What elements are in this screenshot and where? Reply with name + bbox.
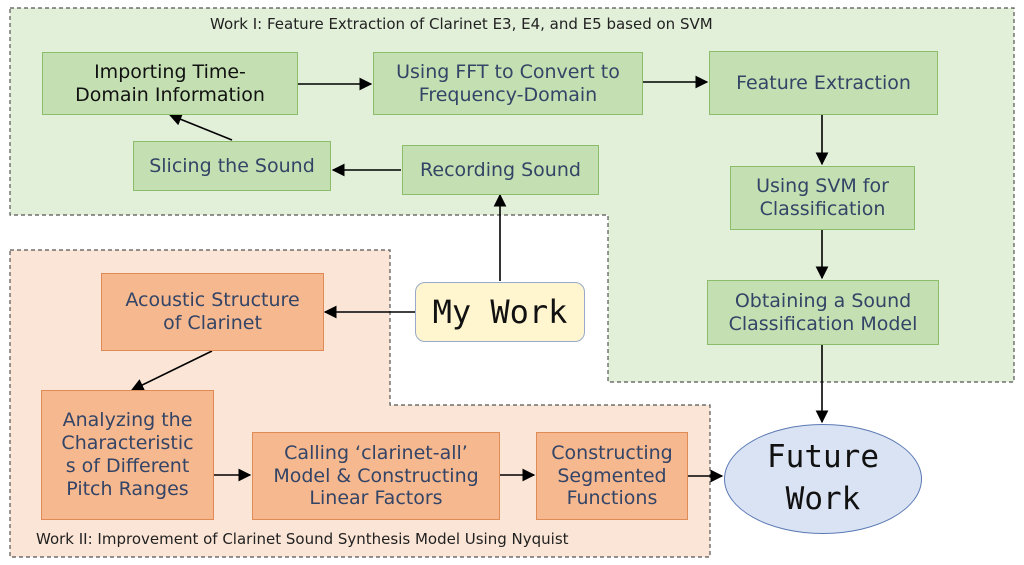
node-importing-time-domain: Importing Time- Domain Information [42,52,298,115]
node-analyzing-pitch-ranges-label: Analyzing the Characteristic s of Differ… [61,409,194,500]
node-calling-clarinet-all-label: Calling ‘clarinet-all’ Model & Construct… [273,441,479,510]
node-future-work: Future Work [724,424,922,534]
node-slicing-sound: Slicing the Sound [133,141,331,191]
node-svm-classification: Using SVM for Classification [730,166,915,230]
node-sound-classification-model-label: Obtaining a Sound Classification Model [728,289,918,335]
node-recording-sound: Recording Sound [402,145,599,195]
node-feature-extraction: Feature Extraction [709,51,938,115]
node-fft-conversion: Using FFT to Convert to Frequency-Domain [373,52,643,115]
node-analyzing-pitch-ranges: Analyzing the Characteristic s of Differ… [41,390,214,520]
node-svm-classification-label: Using SVM for Classification [756,175,889,220]
node-importing-time-domain-label: Importing Time- Domain Information [75,60,265,106]
node-segmented-functions: Constructing Segmented Functions [536,432,688,520]
node-my-work: My Work [415,282,585,342]
node-segmented-functions-label: Constructing Segmented Functions [551,441,673,510]
node-acoustic-structure: Acoustic Structure of Clarinet [101,273,324,351]
node-future-work-label: Future Work [767,439,879,517]
node-slicing-sound-label: Slicing the Sound [149,154,315,177]
node-my-work-label: My Work [432,292,568,331]
node-calling-clarinet-all: Calling ‘clarinet-all’ Model & Construct… [252,432,500,520]
node-acoustic-structure-label: Acoustic Structure of Clarinet [125,289,300,334]
node-sound-classification-model: Obtaining a Sound Classification Model [707,280,939,345]
node-recording-sound-label: Recording Sound [420,158,581,181]
arrow-slicing-to-import [168,113,233,141]
node-feature-extraction-label: Feature Extraction [736,71,911,94]
work1-title: Work I: Feature Extraction of Clarinet E… [210,15,713,33]
node-fft-conversion-label: Using FFT to Convert to Frequency-Domain [396,60,620,106]
work2-title: Work II: Improvement of Clarinet Sound S… [36,530,569,548]
arrow-acoustic-to-analyzing [130,350,213,391]
